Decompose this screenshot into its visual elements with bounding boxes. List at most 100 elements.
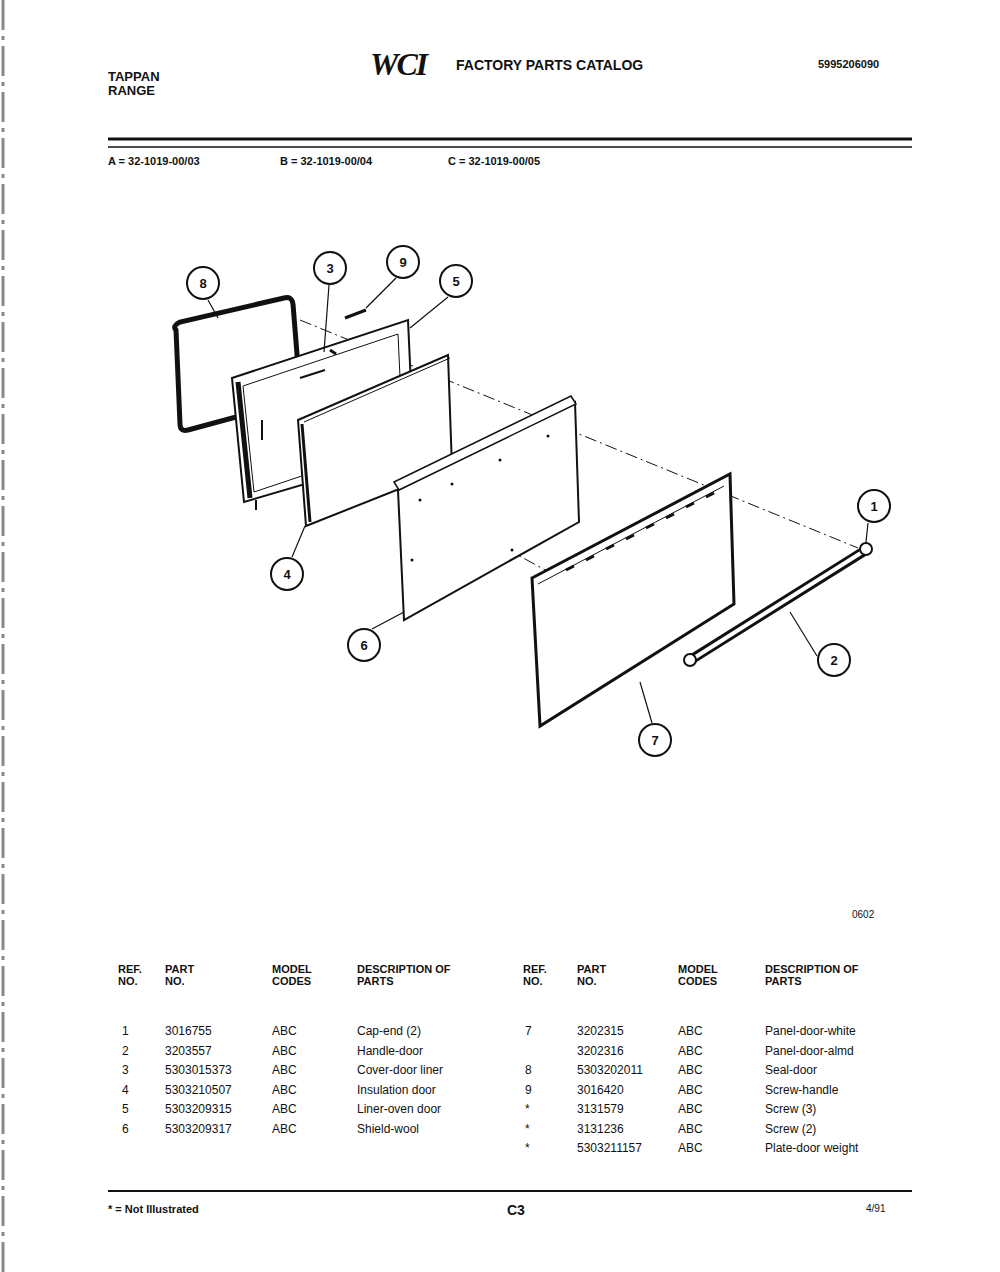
table-cell: ABC: [678, 1123, 703, 1136]
page-label: 0602: [852, 910, 874, 921]
table-cell: 3203557: [165, 1045, 212, 1058]
scan-edge-line: [2, 0, 5, 1272]
callout-circle: 6: [347, 628, 381, 662]
table-cell: 5303209317: [165, 1123, 232, 1136]
table-cell: Screw (2): [765, 1123, 816, 1136]
table-cell: Liner-oven door: [357, 1103, 441, 1116]
page-label: 5995206090: [818, 59, 879, 71]
leader-line: [372, 612, 404, 629]
table-cell: Handle-door: [357, 1045, 423, 1058]
callout-number: 9: [399, 256, 406, 269]
page-label: B = 32-1019-00/04: [280, 156, 372, 168]
insulation-edge: [304, 358, 450, 422]
shield-hole: [547, 435, 550, 438]
table-cell: ABC: [678, 1103, 703, 1116]
panel-edge: [538, 486, 724, 584]
page-label: C = 32-1019-00/05: [448, 156, 540, 168]
table-cell: ABC: [272, 1103, 297, 1116]
table-cell: 5303015373: [165, 1064, 232, 1077]
panel-vent-slots: [566, 493, 714, 570]
page-label: WCI: [370, 48, 426, 82]
leader-line: [324, 285, 329, 352]
liner-clip: [330, 350, 336, 354]
callout-number: 2: [830, 654, 837, 667]
table-cell: Seal-door: [765, 1064, 817, 1077]
table-cell: 5303211157: [577, 1142, 642, 1155]
page-label: 4/91: [866, 1204, 885, 1215]
table-cell: 1: [122, 1025, 129, 1038]
panel-door: [532, 474, 734, 726]
scan-edge: [3, 0, 4, 1272]
table-cell: 3: [122, 1064, 129, 1077]
table-cell: ABC: [678, 1142, 703, 1155]
leader-line: [208, 300, 218, 318]
table-header: MODEL CODES: [678, 964, 730, 987]
table-header: DESCRIPTION OF PARTS: [357, 964, 453, 987]
callout-circle: 8: [186, 266, 220, 300]
door-panel: [532, 474, 734, 726]
shield-hole: [411, 559, 414, 562]
table-cell: 3202315: [577, 1025, 624, 1038]
table-cell: 3131236: [577, 1123, 624, 1136]
table-cell: 4: [122, 1084, 129, 1097]
table-cell: ABC: [678, 1025, 703, 1038]
table-cell: ABC: [678, 1084, 703, 1097]
liner-bracket: [261, 420, 263, 440]
table-cell: *: [525, 1103, 530, 1116]
shield-hole: [451, 483, 454, 486]
callout-circle: 5: [439, 264, 473, 298]
table-cell: ABC: [272, 1084, 297, 1097]
table-cell: 6: [122, 1123, 129, 1136]
page-label: A = 32-1019-00/03: [108, 156, 200, 168]
table-cell: 5303210507: [165, 1084, 232, 1097]
callout-circle: 7: [638, 723, 672, 757]
leader-line: [790, 612, 817, 656]
table-header: DESCRIPTION OF PARTS: [765, 964, 861, 987]
page-label: C3: [507, 1203, 525, 1218]
table-cell: ABC: [678, 1045, 703, 1058]
table-cell: 8: [525, 1064, 532, 1077]
table-cell: 9: [525, 1084, 532, 1097]
cap-end: [684, 654, 696, 666]
page-label: TAPPAN RANGE: [108, 70, 172, 97]
callout-circle: 1: [857, 489, 891, 523]
table-cell: Shield-wool: [357, 1123, 419, 1136]
leader-line: [366, 278, 396, 308]
table-cell: 3016420: [577, 1084, 624, 1097]
callout-number: 5: [452, 275, 459, 288]
callout-number: 6: [360, 639, 367, 652]
table-cell: 3202316: [577, 1045, 624, 1058]
table-cell: *: [525, 1123, 530, 1136]
table-cell: ABC: [272, 1045, 297, 1058]
leader-line: [640, 682, 652, 723]
table-cell: Screw-handle: [765, 1084, 838, 1097]
table-cell: ABC: [678, 1064, 703, 1077]
table-cell: Panel-door-white: [765, 1025, 856, 1038]
page-label: FACTORY PARTS CATALOG: [456, 58, 643, 73]
table-cell: Cover-door liner: [357, 1064, 443, 1077]
screw-handle: [345, 310, 366, 318]
insulation-edge: [302, 424, 310, 522]
shield-hole: [511, 549, 514, 552]
table-cell: ABC: [272, 1025, 297, 1038]
table-header: MODEL CODES: [272, 964, 324, 987]
table-cell: 5303202011: [577, 1064, 643, 1077]
liner-side-flange: [238, 382, 250, 498]
callout-circle: 3: [313, 251, 347, 285]
shield-hole: [419, 499, 422, 502]
callout-circle: 4: [270, 557, 304, 591]
table-cell: 3016755: [165, 1025, 212, 1038]
table-cell: 2: [122, 1045, 129, 1058]
liner-slot: [300, 370, 325, 378]
table-header: REF. NO.: [523, 964, 561, 987]
header-rule: [108, 138, 912, 141]
leader-lines: [208, 278, 868, 723]
page-label: * = Not Illustrated: [108, 1204, 199, 1216]
table-cell: 5303209315: [165, 1103, 232, 1116]
table-header: PART NO.: [165, 964, 205, 987]
table-cell: 3131579: [577, 1103, 624, 1116]
table-header: REF. NO.: [118, 964, 156, 987]
